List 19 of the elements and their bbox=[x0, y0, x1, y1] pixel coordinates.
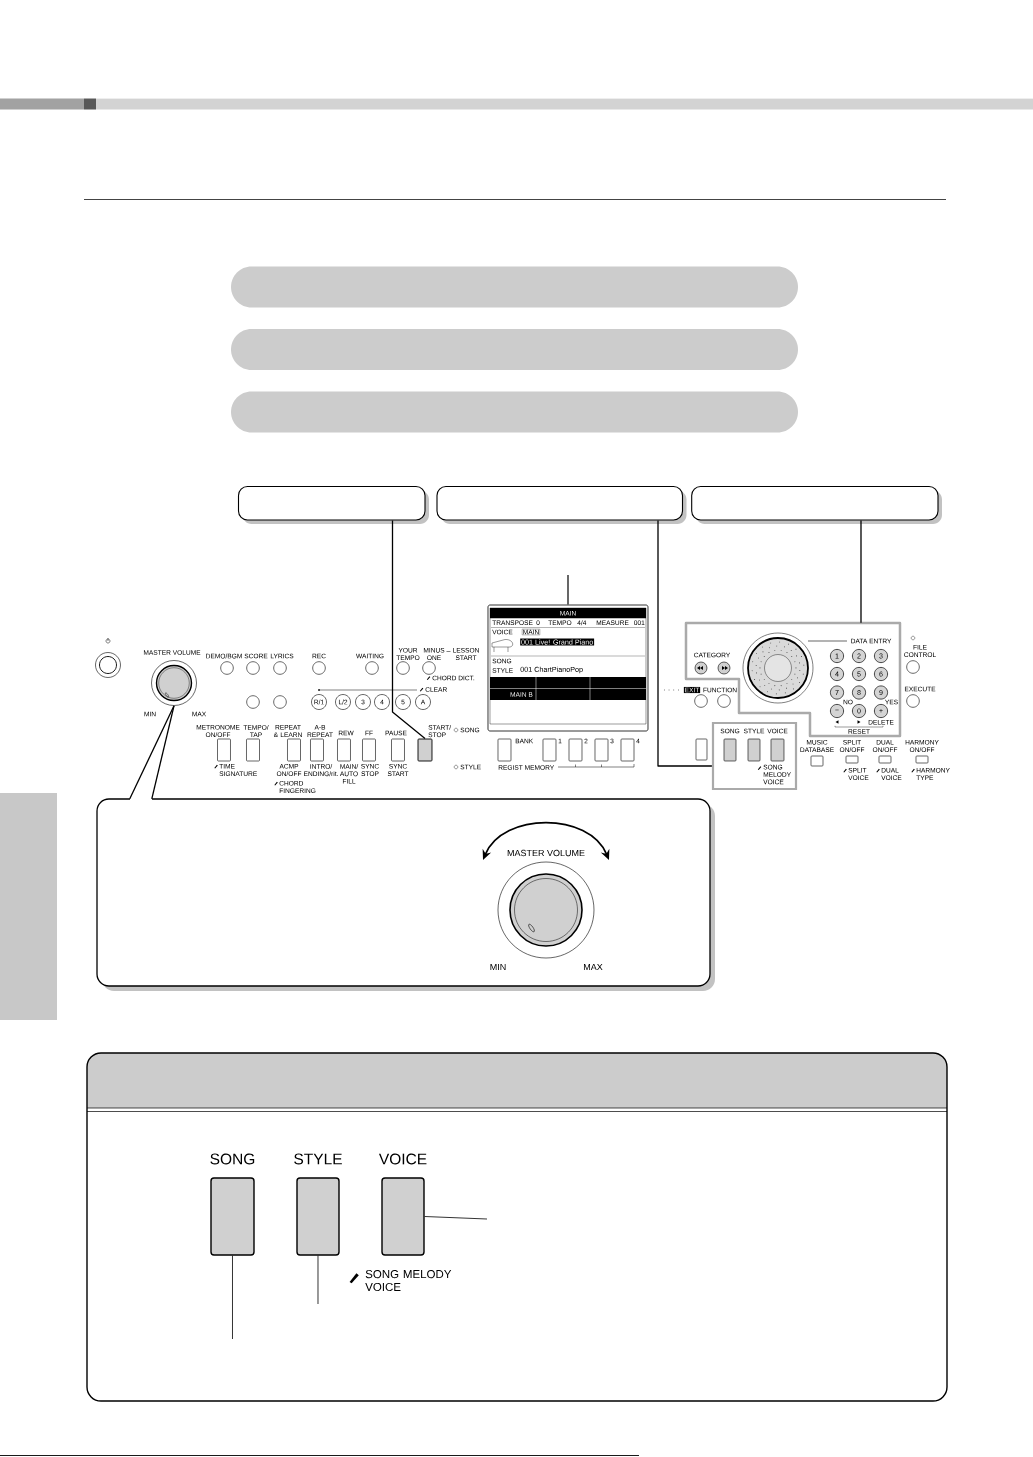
leader-line bbox=[567, 574, 569, 606]
callout-box bbox=[436, 485, 687, 524]
callout-box bbox=[691, 485, 942, 524]
side-tab bbox=[0, 793, 57, 1020]
leader-line bbox=[657, 519, 713, 767]
rounded-bar bbox=[231, 329, 798, 370]
control-label: SONG MELODY VOICE bbox=[365, 1270, 452, 1291]
leader-line bbox=[391, 519, 426, 740]
rounded-bar bbox=[231, 391, 798, 433]
callout-box bbox=[237, 485, 429, 524]
control-label: STYLE bbox=[294, 1153, 342, 1165]
rounded-bar bbox=[231, 266, 798, 308]
control-label: VOICE bbox=[378, 1153, 427, 1165]
control-label: SONG bbox=[210, 1153, 255, 1165]
square-button bbox=[417, 738, 433, 762]
leader-line bbox=[424, 1216, 488, 1220]
leader-line bbox=[317, 1255, 319, 1305]
leader-line bbox=[860, 519, 862, 624]
leader-line bbox=[232, 1255, 233, 1340]
